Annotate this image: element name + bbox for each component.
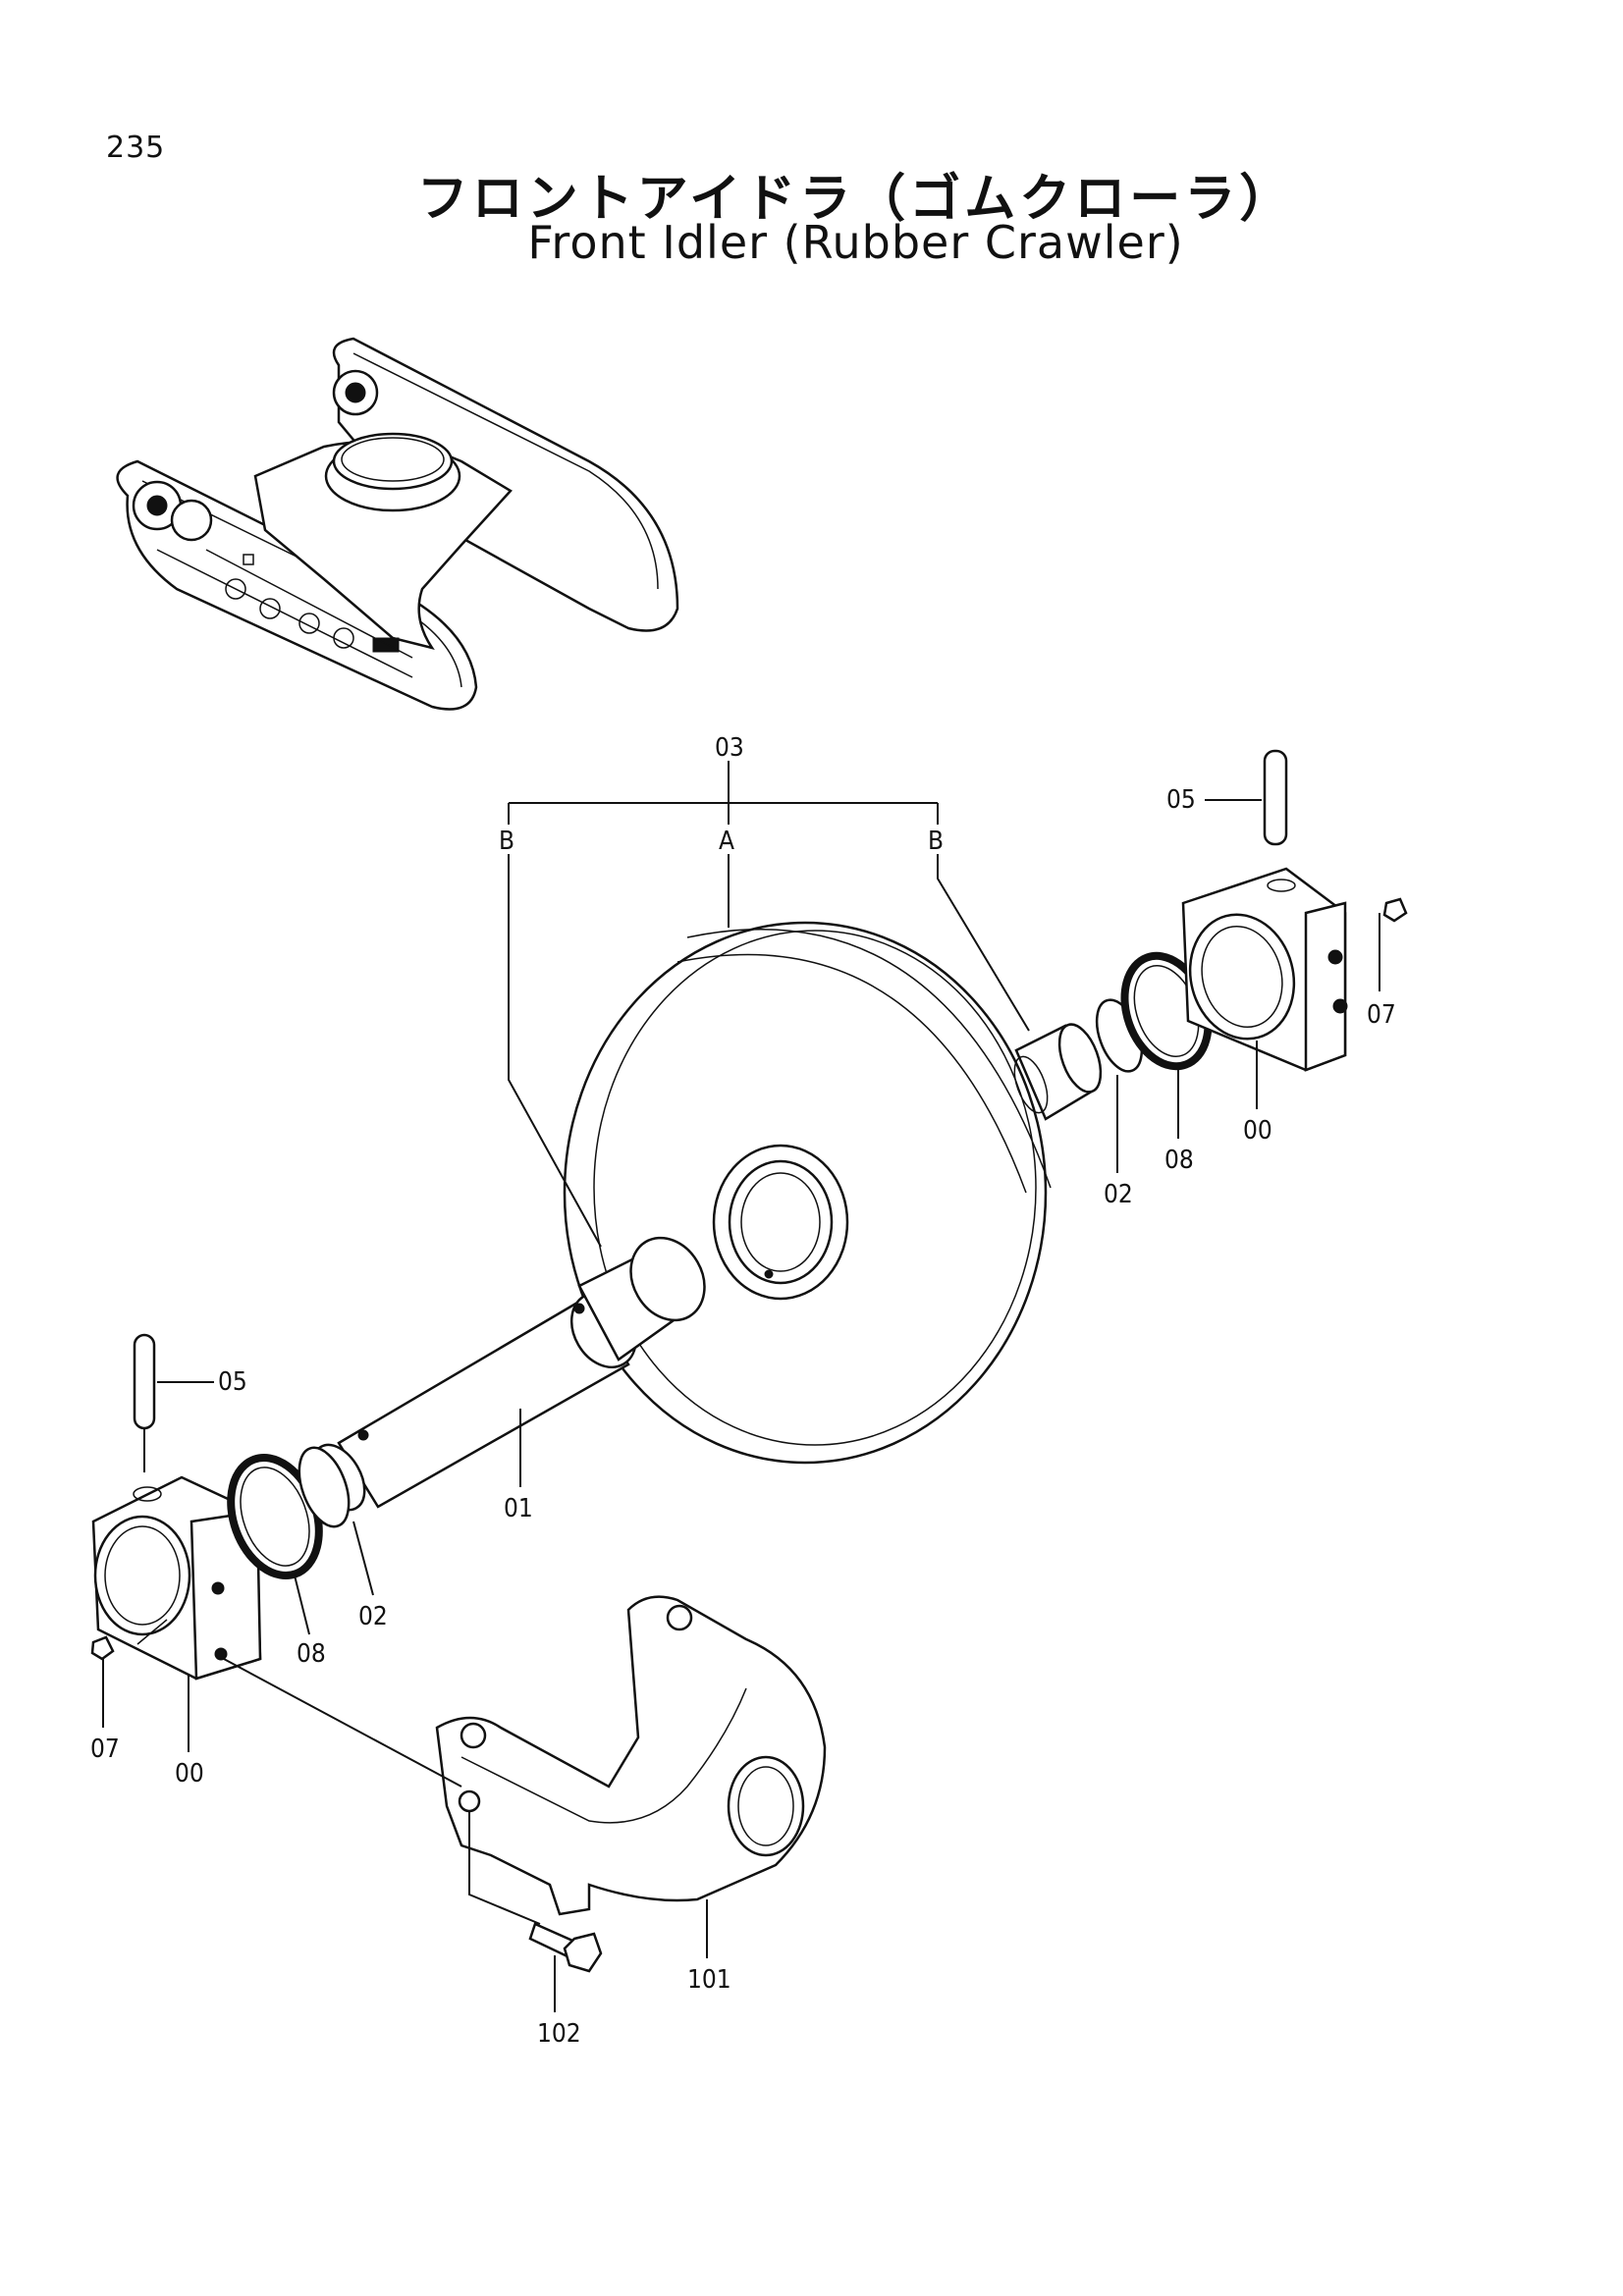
title-japanese: フロントアイドラ（ゴムクローラ） bbox=[416, 170, 1295, 229]
bolt-102 bbox=[528, 1922, 603, 1973]
callout-05-left: 05 bbox=[218, 1367, 247, 1397]
callout-08-right: 08 bbox=[1164, 1146, 1194, 1175]
callout-05-right: 05 bbox=[1166, 785, 1196, 815]
callout-labels: 03 A B B 05 07 00 08 02 05 01 02 08 07 0… bbox=[90, 733, 1396, 2049]
idler-wheel-A bbox=[563, 921, 1052, 1465]
callout-00-left: 00 bbox=[175, 1759, 204, 1789]
right-bearing-bracket-assembly bbox=[1013, 749, 1408, 1121]
callout-02-right: 02 bbox=[1104, 1180, 1133, 1209]
title-english: Front Idler (Rubber Crawler) bbox=[527, 216, 1184, 269]
callout-03: 03 bbox=[715, 733, 744, 763]
callout-02-left: 02 bbox=[358, 1602, 388, 1631]
callout-102: 102 bbox=[537, 2019, 581, 2049]
callout-A: A bbox=[719, 827, 734, 856]
idler-yoke-101 bbox=[435, 1595, 827, 1916]
callout-07-right: 07 bbox=[1367, 1000, 1396, 1030]
leader-lines bbox=[102, 761, 1380, 2012]
callout-B-right: B bbox=[928, 827, 944, 856]
callout-B-left: B bbox=[499, 827, 514, 856]
callout-08-left: 08 bbox=[297, 1639, 326, 1669]
callout-07-left: 07 bbox=[90, 1735, 120, 1764]
callout-00-right: 00 bbox=[1243, 1116, 1272, 1146]
page-number: 235 bbox=[106, 131, 166, 165]
callout-101: 101 bbox=[687, 1965, 731, 1995]
callout-01: 01 bbox=[504, 1494, 533, 1523]
undercarriage-overview-illustration bbox=[116, 337, 679, 711]
left-bearing-bracket-assembly bbox=[90, 1333, 351, 1681]
